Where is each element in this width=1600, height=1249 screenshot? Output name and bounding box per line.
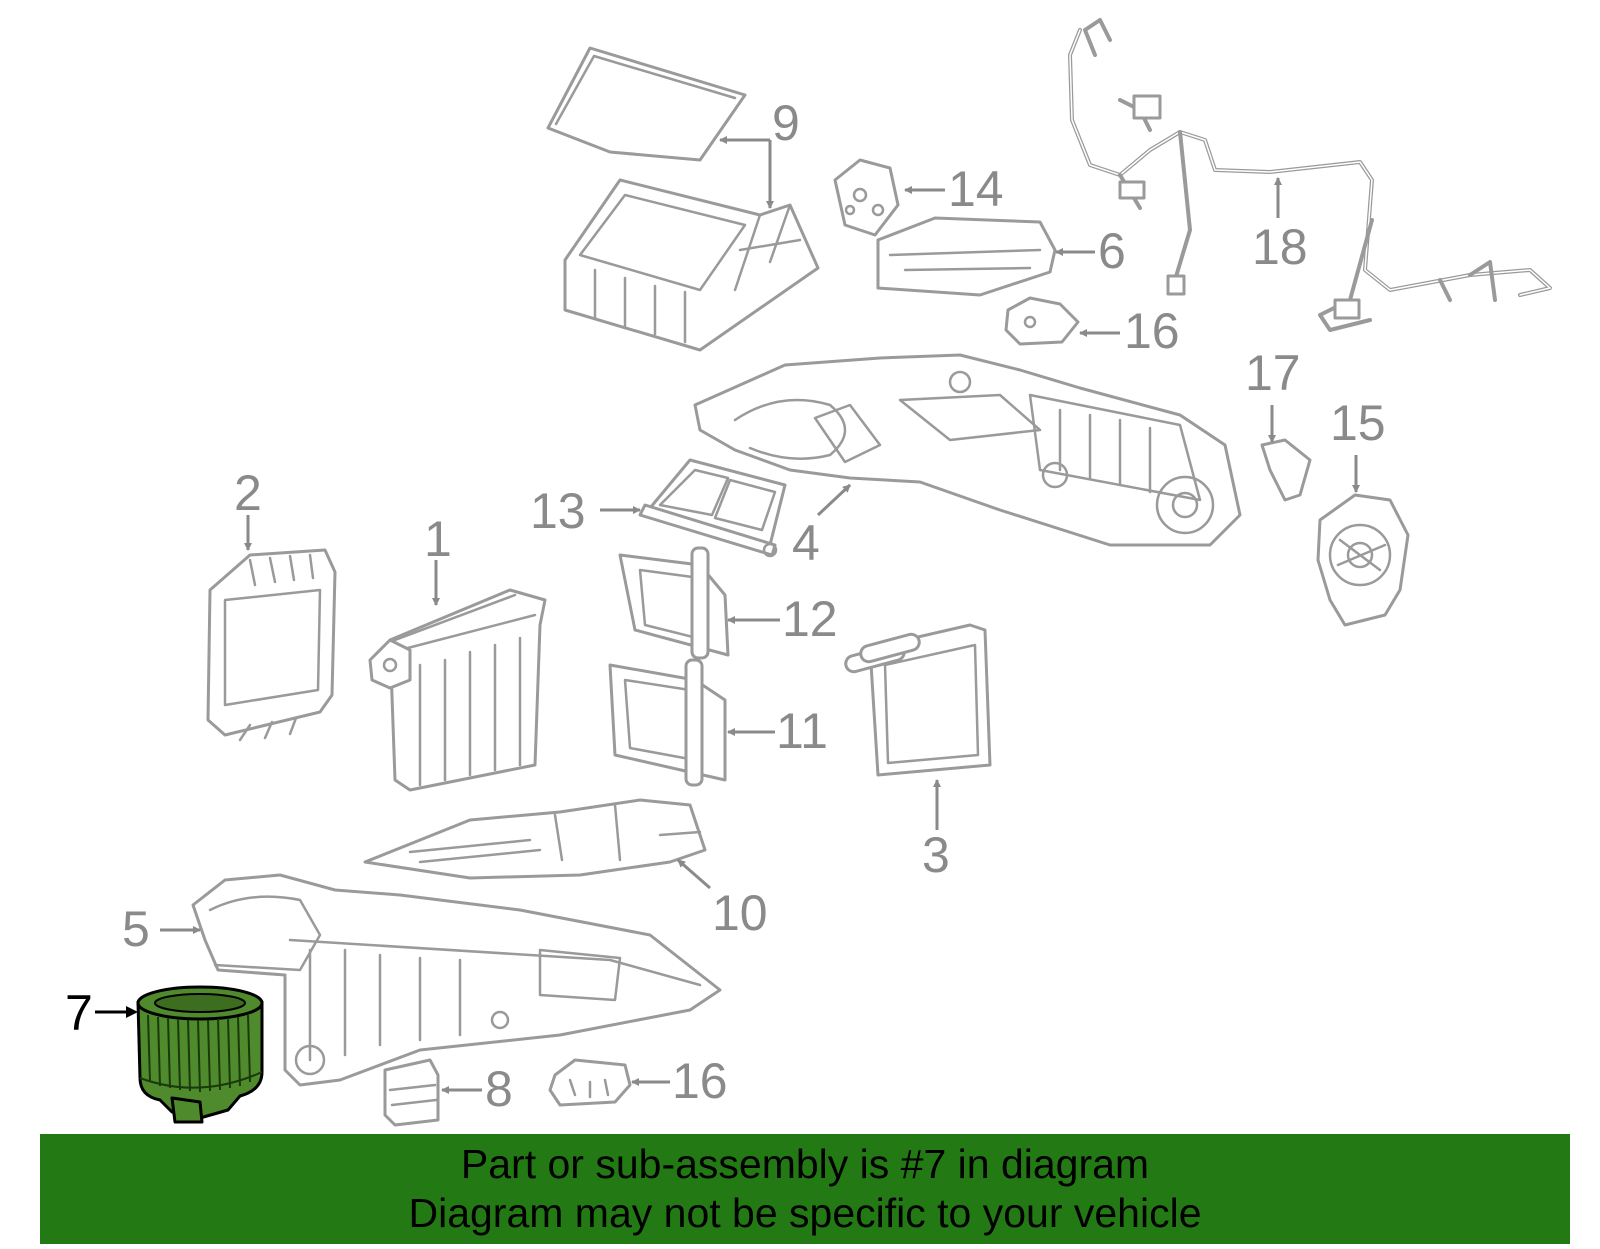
banner-disclaimer: Diagram may not be specific to your vehi… — [408, 1190, 1202, 1236]
part-18-wiring-harness — [1068, 18, 1552, 332]
part-11-door — [608, 658, 727, 787]
callout-labels: 9 14 6 16 18 17 15 4 13 2 1 12 11 3 10 5… — [65, 95, 1386, 1117]
callout-6: 6 — [1098, 223, 1126, 279]
callout-16-lower: 16 — [672, 1053, 728, 1109]
part-6-cover — [876, 216, 1057, 297]
callout-3: 3 — [922, 827, 950, 883]
part-5-hvac-lower-case — [191, 873, 722, 1087]
callout-13: 13 — [530, 483, 586, 539]
leader-lines — [95, 136, 1360, 1094]
callout-14: 14 — [948, 161, 1004, 217]
part-3-heater-core — [844, 623, 992, 777]
part-14-actuator — [833, 158, 900, 237]
part-17-sensor — [1260, 438, 1312, 502]
part-7-blower-motor-highlighted — [136, 985, 264, 1124]
callout-16-upper: 16 — [1124, 303, 1180, 359]
callout-10: 10 — [712, 885, 768, 941]
part-10-duct — [363, 798, 707, 880]
callout-8: 8 — [485, 1061, 513, 1117]
callout-5: 5 — [122, 901, 150, 957]
callout-18: 18 — [1252, 219, 1308, 275]
callout-1: 1 — [424, 511, 452, 567]
part-1-evaporator — [368, 588, 547, 792]
part-8-resistor — [383, 1058, 440, 1127]
part-2-case-cover — [206, 548, 337, 742]
callout-4: 4 — [792, 515, 820, 571]
callout-7-highlighted: 7 — [65, 985, 93, 1041]
callout-9: 9 — [772, 95, 800, 151]
part-13-door — [638, 458, 787, 558]
callout-17: 17 — [1245, 345, 1301, 401]
banner-part-note: Part or sub-assembly is #7 in diagram — [460, 1141, 1150, 1187]
part-4-hvac-upper-case — [693, 353, 1242, 547]
part-16-actuator-lower — [548, 1058, 632, 1107]
part-9-filter-assembly — [546, 46, 820, 352]
part-15-blower-housing — [1316, 493, 1410, 627]
info-banner: Part or sub-assembly is #7 in diagram Di… — [40, 1134, 1570, 1244]
callout-15: 15 — [1330, 395, 1386, 451]
callout-11: 11 — [776, 703, 828, 759]
part-12-door — [618, 546, 730, 660]
part-16-actuator-upper — [1004, 296, 1080, 346]
callout-2: 2 — [234, 465, 262, 521]
callout-12: 12 — [782, 591, 838, 647]
